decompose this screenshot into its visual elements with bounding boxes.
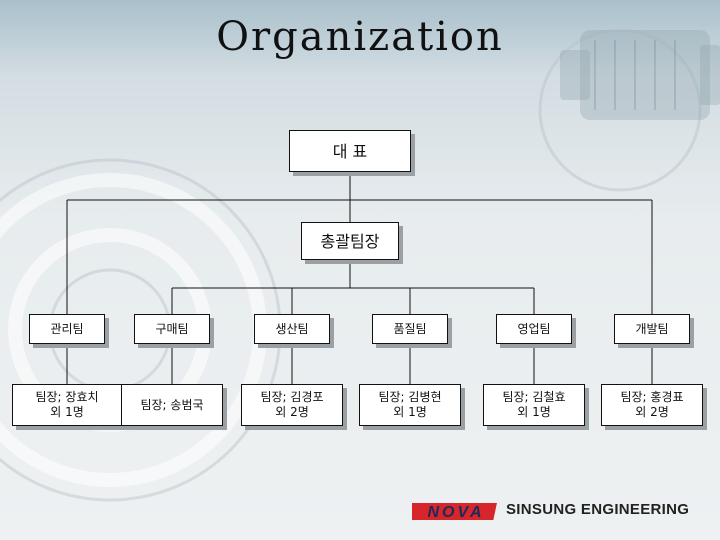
- ceo-box: 대 표: [289, 130, 411, 172]
- team-box-development: 개발팀: [614, 314, 690, 344]
- team-lead-box-production: 팀장; 김경포 외 2명: [241, 384, 343, 426]
- motor-illustration: [560, 30, 720, 120]
- nova-logo: NOVA: [412, 503, 497, 521]
- team-lead-box-sales: 팀장; 김철효 외 1명: [483, 384, 585, 426]
- team-lead-box-purchasing: 팀장; 송범국: [121, 384, 223, 426]
- nova-logo-text: NOVA: [427, 504, 484, 521]
- team-box-quality: 품질팀: [372, 314, 448, 344]
- general-manager-box: 총괄팀장: [301, 222, 399, 260]
- company-name: SINSUNG ENGINEERING: [506, 501, 690, 518]
- team-box-sales: 영업팀: [496, 314, 572, 344]
- team-box-admin: 관리팀: [29, 314, 105, 344]
- team-box-purchasing: 구매팀: [134, 314, 210, 344]
- team-box-production: 생산팀: [254, 314, 330, 344]
- team-lead-box-quality: 팀장; 김병현 외 1명: [359, 384, 461, 426]
- page-title: Organization: [216, 14, 504, 60]
- team-lead-box-admin: 팀장; 장효치 외 1명: [12, 384, 122, 426]
- team-lead-box-development: 팀장; 홍경표 외 2명: [601, 384, 703, 426]
